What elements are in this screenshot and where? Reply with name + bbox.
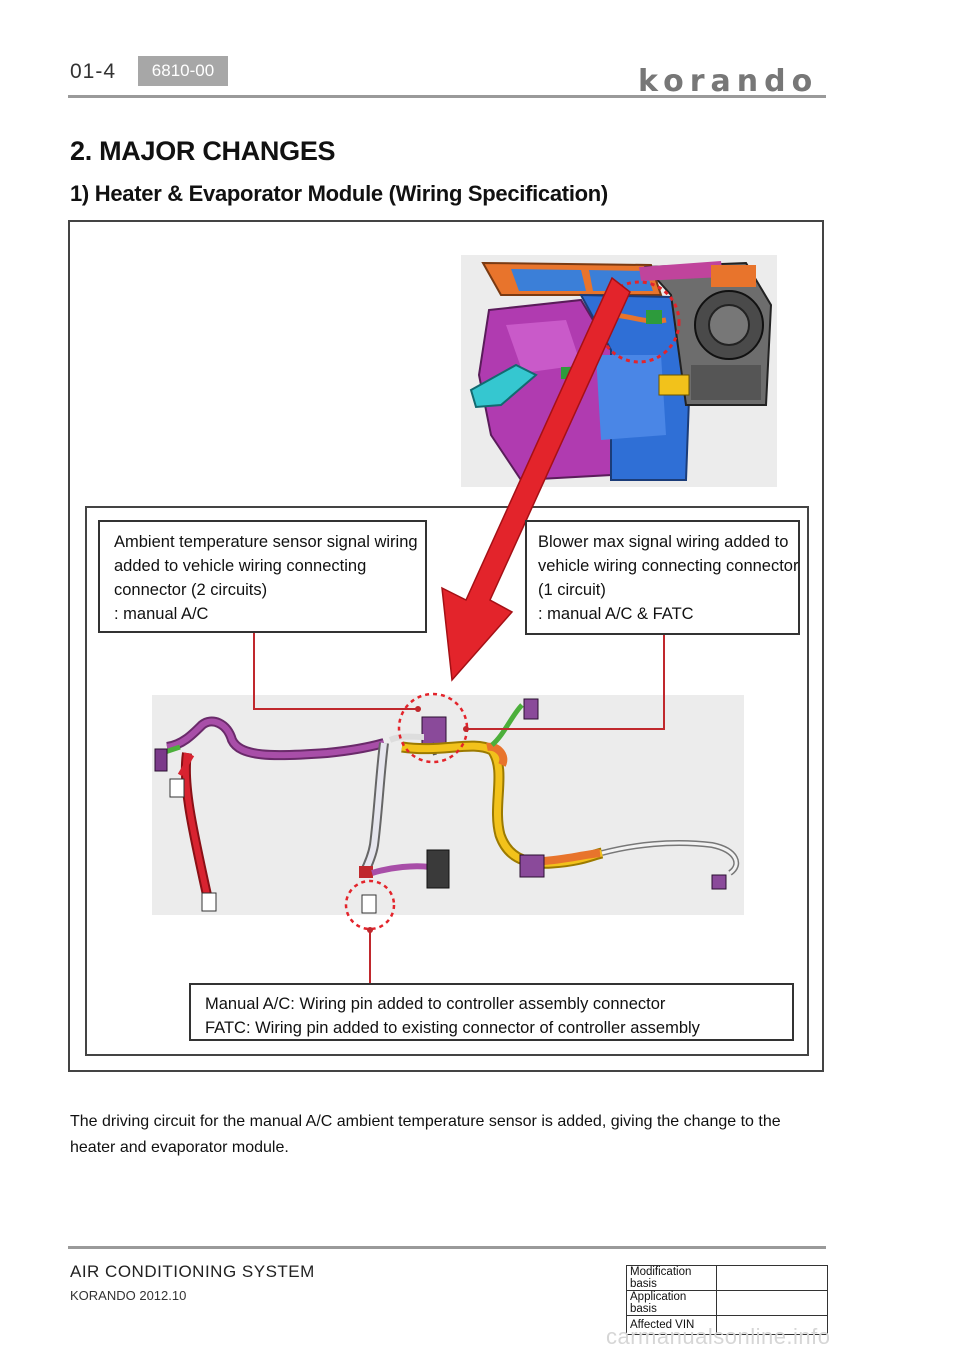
brand-logo: korando [638, 64, 819, 99]
callout-line: connector (2 circuits) [114, 581, 268, 599]
callout-line: : manual A/C & FATC [538, 605, 694, 623]
controller-pin-highlight-circle [344, 879, 396, 931]
footer-rule [68, 1246, 826, 1249]
header-rule [68, 95, 826, 98]
page-number: 01-4 [70, 60, 117, 83]
footer-title: AIR CONDITIONING SYSTEM [70, 1262, 315, 1281]
footer-subtitle: KORANDO 2012.10 [70, 1288, 187, 1303]
subsection-title: 1) Heater & Evaporator Module (Wiring Sp… [70, 181, 608, 206]
revision-value [716, 1315, 828, 1335]
harness-detail-frame [85, 506, 809, 1056]
controller-pin-callout: Manual A/C: Wiring pin added to controll… [189, 983, 794, 1041]
callout-line: FATC: Wiring pin added to existing conne… [205, 1019, 700, 1037]
callout-line: Manual A/C: Wiring pin added to controll… [205, 995, 666, 1013]
blower-max-callout: Blower max signal wiring added to vehicl… [525, 520, 800, 635]
section-title: 2. MAJOR CHANGES [70, 136, 336, 166]
callout-line: added to vehicle wiring connecting [114, 557, 367, 575]
harness-illustration [154, 698, 740, 914]
table-row: Affected VIN [626, 1315, 828, 1335]
callout-line: vehicle wiring connecting connector [538, 557, 799, 575]
callout-line: Blower max signal wiring added to [538, 533, 789, 551]
section-code-badge: 6810-00 [138, 56, 228, 86]
connector-highlight-circle [397, 692, 469, 764]
table-row: Application basis [626, 1290, 828, 1316]
revision-label: Affected VIN [626, 1315, 717, 1335]
callout-line: Ambient temperature sensor signal wiring [114, 533, 418, 551]
body-paragraph: The driving circuit for the manual A/C a… [70, 1113, 781, 1156]
watermark: carmanualsonline.info [606, 1324, 831, 1349]
revision-value [716, 1265, 828, 1291]
ambient-sensor-callout: Ambient temperature sensor signal wiring… [98, 520, 427, 633]
revision-label: Modification basis [626, 1265, 717, 1291]
highlight-arrow [441, 276, 631, 682]
blower-callout-leader [466, 634, 665, 730]
table-row: Modification basis [626, 1265, 828, 1291]
revision-value [716, 1290, 828, 1316]
ambient-callout-leader [253, 632, 418, 710]
callout-line: : manual A/C [114, 605, 209, 623]
callout-line: (1 circuit) [538, 581, 606, 599]
figure-frame [68, 220, 824, 1072]
revision-table: Modification basis Application basis Aff… [626, 1265, 828, 1335]
wiring-harness-image [152, 695, 744, 915]
revision-label: Application basis [626, 1290, 717, 1316]
